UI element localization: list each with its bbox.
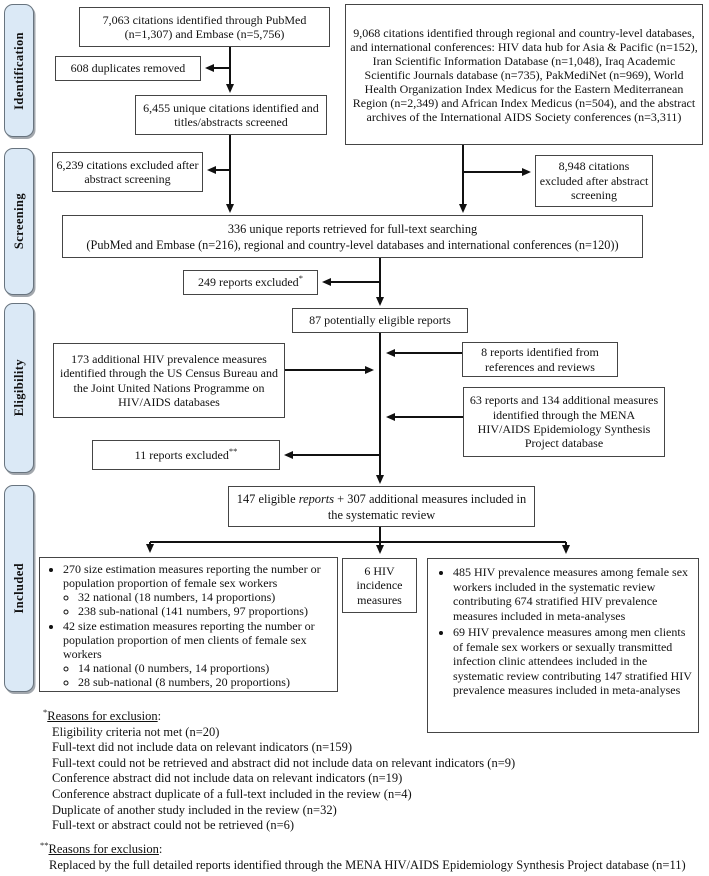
footnote1-title: Reasons for exclusion <box>47 709 158 723</box>
footnote1-line: Conference abstract duplicate of a full-… <box>52 786 412 801</box>
bullet-fsw-size: 270 size estimation measures reporting t… <box>63 562 321 590</box>
footnote2-title: Reasons for exclusion <box>48 842 159 856</box>
prevalence-list: 485 HIV prevalence measures among female… <box>436 565 692 700</box>
list-item: 28 sub-national (8 numbers, 20 proportio… <box>78 675 332 689</box>
box-249-excluded-text: 249 reports excluded <box>198 275 299 290</box>
fulltext-line2: (PubMed and Embase (n=216), regional and… <box>86 237 619 252</box>
footnote1-line: Full-text did not include data on releva… <box>52 740 353 755</box>
summary-suffix: + 307 additional measures included in th… <box>327 491 527 522</box>
box-pubmed-citations-text: 7,063 citations identified through PubMe… <box>102 12 307 41</box>
box-249-excluded: 249 reports excluded* <box>183 270 318 295</box>
stage-eligibility: Eligibility <box>4 303 34 473</box>
footnote1-colon: : <box>157 709 162 723</box>
box-fulltext-search-text: 336 unique reports retrieved for full-te… <box>66 221 639 253</box>
box-duplicates-removed: 608 duplicates removed <box>55 56 201 81</box>
box-excluded-abstract-left-text: 6,239 citations excluded after abstract … <box>56 157 199 186</box>
box-11-excluded: 11 reports excluded** <box>92 440 280 470</box>
box-included-prevalence: 485 HIV prevalence measures among female… <box>427 558 699 733</box>
footnote1-line: Full-text could not be retrieved and abs… <box>52 755 516 770</box>
box-pubmed-citations: 7,063 citations identified through PubMe… <box>79 7 330 47</box>
footnote1-sup: * <box>43 706 48 717</box>
box-fulltext-search: 336 unique reports retrieved for full-te… <box>62 215 643 258</box>
box-census-unaids: 173 additional HIV prevalence measures i… <box>53 343 285 418</box>
stage-identification-label: Identification <box>11 31 26 110</box>
list-item: 69 HIV prevalence measures among men cli… <box>453 625 692 698</box>
stage-eligibility-label: Eligibility <box>11 359 26 417</box>
box-87-eligible: 87 potentially eligible reports <box>292 308 468 333</box>
list-item: 238 sub-national (141 numbers, 97 propor… <box>78 604 332 618</box>
stage-included-label: Included <box>11 563 26 614</box>
list-item: 270 size estimation measures reporting t… <box>63 562 332 618</box>
footnote1-line: Eligibility criteria not met (n=20) <box>52 724 220 739</box>
stage-screening-label: Screening <box>11 193 26 250</box>
box-11-excluded-sup: ** <box>228 445 238 456</box>
fulltext-line1: 336 unique reports retrieved for full-te… <box>227 221 478 236</box>
box-duplicates-removed-text: 608 duplicates removed <box>70 61 186 76</box>
list-item: 14 national (0 numbers, 14 proportions) <box>78 661 332 675</box>
footnote1-line: Duplicate of another study included in t… <box>52 802 337 817</box>
list-item: 32 national (18 numbers, 14 proportions) <box>78 590 332 604</box>
box-included-summary: 147 eligible reports + 307 additional me… <box>228 486 535 527</box>
footnote-exclusion-reasons-2: **Reasons for exclusion: Replaced by the… <box>40 839 686 873</box>
footnote2-line: Replaced by the full detailed reports id… <box>49 857 686 872</box>
box-249-excluded-sup: * <box>298 273 303 284</box>
footnote1-line: Full-text or abstract could not be retri… <box>52 818 295 833</box>
footnote-exclusion-reasons-1: *Reasons for exclusion: Eligibility crit… <box>43 706 516 834</box>
box-regional-citations: 9,068 citations identified through regio… <box>345 4 703 145</box>
box-excluded-abstract-right: 8,948 citations excluded after abstract … <box>535 155 653 207</box>
footnote1-line: Conference abstract did not include data… <box>52 771 403 786</box>
summary-italic: reports <box>298 491 335 506</box>
stage-included: Included <box>4 485 34 692</box>
stage-identification: Identification <box>4 4 34 137</box>
footnote2-sup: ** <box>40 839 49 850</box>
bullet-clients-size: 42 size estimation measures reporting th… <box>63 619 315 661</box>
box-mena-database-text: 63 reports and 134 additional measures i… <box>469 393 659 451</box>
summary-prefix: 147 eligible <box>236 491 299 506</box>
list-item: 42 size estimation measures reporting th… <box>63 619 332 689</box>
box-11-excluded-text: 11 reports excluded <box>134 447 229 462</box>
box-hiv-incidence-text: 6 HIV incidence measures <box>356 563 403 607</box>
box-unique-screened: 6,455 unique citations identified and ti… <box>135 95 327 135</box>
footnote2-colon: : <box>158 842 163 856</box>
size-estimation-list: 270 size estimation measures reporting t… <box>46 562 332 690</box>
box-hiv-incidence: 6 HIV incidence measures <box>342 558 417 613</box>
box-excluded-abstract-right-text: 8,948 citations excluded after abstract … <box>539 159 649 203</box>
box-regional-citations-text: 9,068 citations identified through regio… <box>350 25 698 124</box>
list-item: 485 HIV prevalence measures among female… <box>453 565 692 623</box>
box-mena-database: 63 reports and 134 additional measures i… <box>463 387 665 457</box>
box-references-reviews: 8 reports identified from references and… <box>462 342 618 377</box>
box-included-size-estimation: 270 size estimation measures reporting t… <box>39 557 338 692</box>
box-census-unaids-text: 173 additional HIV prevalence measures i… <box>60 351 278 409</box>
box-references-reviews-text: 8 reports identified from references and… <box>481 345 599 374</box>
box-unique-screened-text: 6,455 unique citations identified and ti… <box>143 100 319 129</box>
box-excluded-abstract-left: 6,239 citations excluded after abstract … <box>52 152 203 192</box>
box-87-eligible-text: 87 potentially eligible reports <box>309 313 451 328</box>
stage-screening: Screening <box>4 148 34 295</box>
